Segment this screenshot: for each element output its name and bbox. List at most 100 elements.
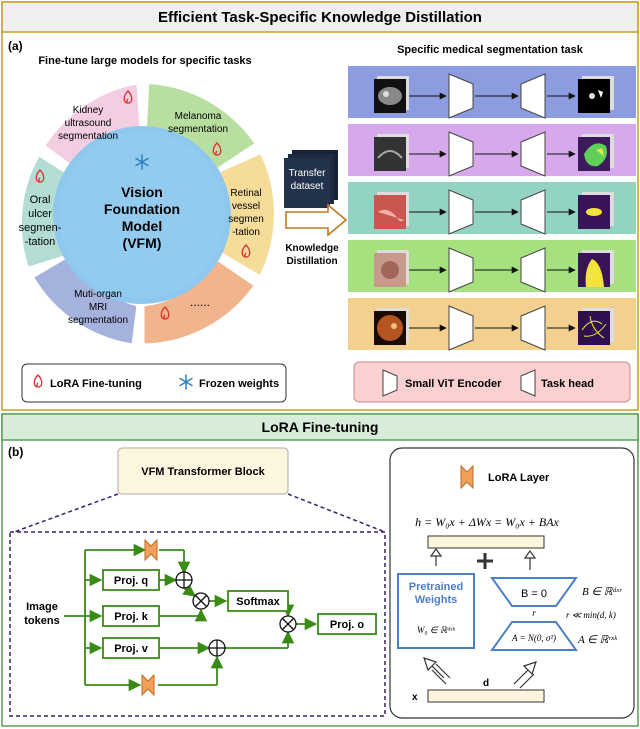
task-head-icon	[520, 189, 546, 235]
task-head-icon	[520, 131, 546, 177]
panel-a-label: (a)	[8, 39, 23, 53]
legend-lora-label: LoRA Fine-tuning	[50, 378, 142, 390]
flame-icon	[35, 169, 45, 183]
kidney-line-3: segmentation	[58, 131, 118, 142]
x-label: x	[412, 692, 418, 703]
softmax-label: Softmax	[236, 596, 280, 608]
add-operator-q	[175, 571, 193, 589]
flame-icon	[123, 90, 133, 104]
retinal-line-4: -tation	[232, 227, 260, 238]
row-3-content	[374, 189, 614, 235]
a-dim-label: A ∈ ℝʳˣᵏ	[577, 634, 618, 646]
flame-icon	[241, 244, 251, 258]
row-5-content	[374, 305, 614, 351]
snowflake-icon	[135, 154, 149, 170]
center-line-3: Model	[122, 218, 162, 234]
proj-v-box	[102, 637, 160, 659]
oral-line-3: segmen-	[19, 222, 62, 234]
transformer-block	[117, 447, 289, 495]
multiply-operator-v	[279, 615, 297, 633]
vfm-ring	[18, 80, 277, 347]
arrow-up-left	[423, 657, 445, 679]
flame-icon	[160, 306, 170, 320]
legend-right: Small ViT Encoder Task head	[353, 361, 631, 403]
legend-left: LoRA Fine-tuning Frozen weights	[21, 363, 287, 403]
panel-a-title: Efficient Task-Specific Knowledge Distil…	[158, 9, 482, 26]
proj-q-box	[102, 569, 160, 591]
flame-icons	[35, 90, 251, 320]
flame-icon	[212, 142, 222, 156]
proj-k-label: Proj. k	[114, 611, 149, 623]
transfer-line-2: dataset	[291, 181, 324, 192]
vfm-center-inner	[59, 132, 225, 298]
softmax-box	[227, 590, 289, 612]
pretrained-weights-box	[397, 573, 475, 649]
retinal-line-2: vessel	[232, 201, 260, 212]
input-bar	[427, 689, 545, 703]
legend-frozen-label: Frozen weights	[199, 378, 279, 390]
transfer-dataset: Transfer dataset	[284, 150, 338, 208]
encoder-icon	[448, 247, 474, 293]
legend-head-label: Task head	[541, 378, 594, 390]
d-label: d	[483, 678, 489, 689]
encoder-icon	[448, 73, 474, 119]
row-4-content	[374, 247, 614, 293]
lora-layer-icons	[141, 538, 158, 697]
lora-icon	[144, 538, 158, 562]
panel-b-label: (b)	[8, 445, 23, 459]
right-heading: Specific medical segmentation task	[397, 44, 584, 56]
lora-icon	[141, 673, 155, 697]
lora-equation: h = W₀x + ΔWx = W₀x + BAx	[415, 515, 559, 529]
operators	[175, 571, 297, 657]
lora-layer-icon	[460, 464, 474, 490]
retinal-line-1: Retinal	[230, 188, 261, 199]
add-operator-v	[208, 639, 226, 657]
row-2-content	[374, 131, 614, 177]
center-line-4: (VFM)	[123, 235, 162, 251]
expanded-block	[9, 531, 386, 717]
kd-line-2: Distillation	[286, 256, 337, 267]
melanoma-line-2: segmentation	[168, 124, 228, 135]
multiply-operator-qk	[192, 592, 210, 610]
center-line-1: Vision	[121, 184, 163, 200]
plus-icon	[477, 553, 493, 569]
r-label: r	[532, 608, 536, 618]
proj-q-label: Proj. q	[114, 575, 148, 587]
panel-b-title: LoRA Fine-tuning	[262, 419, 379, 435]
b-matrix-label: B = 0	[521, 588, 547, 600]
arrow-up-pre	[429, 547, 443, 566]
proj-boxes: Proj. q Proj. k Proj. v Softmax Proj. o	[102, 569, 377, 659]
proj-v-label: Proj. v	[114, 643, 149, 655]
retinal-line-3: segmen	[228, 214, 264, 225]
encoder-icon	[448, 189, 474, 235]
multiorgan-line-1: Muti-organ	[74, 289, 122, 300]
task-head-icon	[520, 305, 546, 351]
task-head-icon	[520, 247, 546, 293]
transfer-line-1: Transfer	[289, 168, 327, 179]
task-head-icon	[520, 369, 536, 397]
b-matrix-box	[490, 577, 578, 607]
panel-b: LoRA Fine-tuning (b) VFM Transformer Blo…	[1, 413, 639, 727]
multiorgan-line-3: segmentation	[68, 315, 128, 326]
arrow-up-right	[513, 661, 537, 689]
task-head-icon	[520, 73, 546, 119]
melanoma-line-1: Melanoma	[175, 111, 222, 122]
center-line-2: Foundation	[104, 201, 180, 217]
a-matrix-box	[490, 621, 578, 651]
encoder-icon	[382, 369, 398, 397]
oral-line-2: ulcer	[28, 208, 52, 220]
transformer-block-title: VFM Transformer Block	[141, 466, 265, 478]
snowflake-icon	[179, 374, 193, 390]
w0-label: W₀ ∈ ℝᵈˣᵏ	[417, 625, 455, 635]
oral-line-1: Oral	[30, 194, 51, 206]
